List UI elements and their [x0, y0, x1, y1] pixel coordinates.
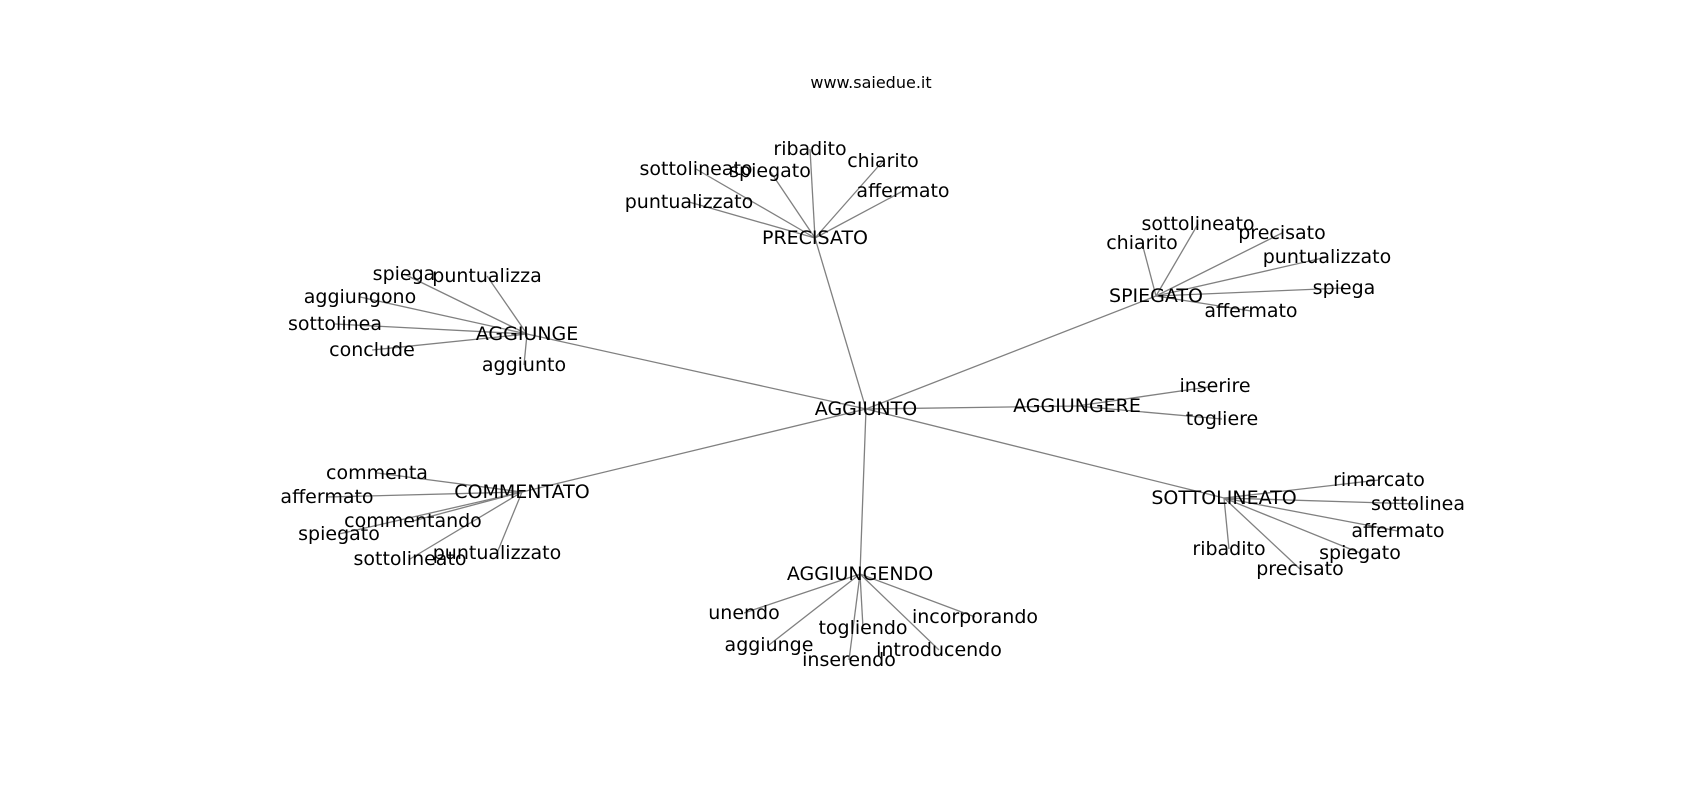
leaf-node-sottolineato: sottolineato	[353, 548, 466, 570]
edge-sottolineato-to-affermato	[1223, 497, 1399, 532]
leaf-node-inserendo: inserendo	[802, 649, 896, 671]
graph-labels: AGGIUNTOPRECISATOribaditochiaritosottoli…	[280, 138, 1465, 671]
leaf-node-aggiungono: aggiungono	[304, 286, 416, 308]
center-node-label: AGGIUNTO	[815, 398, 917, 420]
edge-aggiunge-to-sottolinea	[334, 323, 528, 335]
leaf-node-precisato: precisato	[1238, 222, 1326, 244]
edge-center-to-aggiunge	[526, 333, 867, 410]
edge-spiegato-to-sottolineato	[1155, 223, 1199, 297]
edge-aggiungendo-to-introducendo	[859, 573, 940, 651]
edge-aggiungere-to-inserire	[1076, 385, 1216, 407]
leaf-node-sottolinea: sottolinea	[1371, 493, 1465, 515]
leaf-node-chiarito: chiarito	[1106, 232, 1178, 254]
edge-commentato-to-affermato	[326, 491, 523, 498]
edge-precisato-to-ribadito	[809, 148, 816, 239]
leaf-node-puntualizzato: puntualizzato	[1263, 246, 1392, 268]
edge-center-to-precisato	[814, 237, 867, 410]
leaf-node-commenta: commenta	[326, 462, 428, 484]
edge-spiegato-to-spiega	[1155, 287, 1345, 297]
leaf-node-affermato: affermato	[1204, 300, 1297, 322]
edge-aggiunge-to-conclude	[371, 333, 528, 351]
leaf-node-affermato: affermato	[1351, 520, 1444, 542]
leaf-node-affermato: affermato	[856, 180, 949, 202]
leaf-node-sottolineato: sottolineato	[639, 158, 752, 180]
edge-commentato-to-spiegato	[338, 491, 523, 535]
edge-center-to-sottolineato	[865, 408, 1225, 499]
edge-aggiungere-to-togliere	[1076, 405, 1223, 420]
hub-node-sottolineato: SOTTOLINEATO	[1151, 487, 1296, 509]
edge-precisato-to-affermato	[814, 190, 904, 239]
edge-commentato-to-commenta	[376, 472, 523, 493]
leaf-node-unendo: unendo	[708, 602, 780, 624]
edge-aggiungendo-to-unendo	[743, 573, 861, 614]
edge-aggiungendo-to-incorporando	[859, 573, 976, 618]
edge-sottolineato-to-ribadito	[1223, 497, 1230, 550]
leaf-node-spiegato: spiegato	[729, 160, 811, 182]
leaf-node-togliere: togliere	[1186, 408, 1258, 430]
leaf-node-spiegato: spiegato	[1319, 542, 1401, 564]
leaf-node-rimarcato: rimarcato	[1333, 469, 1425, 491]
edge-center-to-commentato	[521, 408, 867, 493]
edge-aggiunge-to-puntualizza	[486, 275, 528, 335]
edge-aggiungendo-to-inserendo	[848, 573, 861, 661]
graph-edges	[326, 148, 1419, 661]
leaf-node-commentando: commentando	[344, 510, 482, 532]
leaf-node-puntualizzato: puntualizzato	[625, 191, 754, 213]
edge-center-to-aggiungere	[865, 405, 1078, 410]
hub-node-commentato: COMMENTATO	[454, 481, 589, 503]
leaf-node-puntualizza: puntualizza	[432, 265, 541, 287]
edge-aggiungendo-to-togliendo	[859, 573, 864, 629]
leaf-node-spiega: spiega	[373, 263, 436, 285]
leaf-node-precisato: precisato	[1256, 558, 1344, 580]
leaf-node-togliendo: togliendo	[818, 617, 907, 639]
edge-spiegato-to-precisato	[1155, 232, 1283, 297]
edge-precisato-to-sottolineato	[695, 168, 816, 239]
edge-spiegato-to-chiarito	[1141, 242, 1157, 297]
edge-aggiunge-to-aggiunto	[523, 333, 528, 366]
edge-sottolineato-to-sottolinea	[1223, 497, 1419, 505]
edge-precisato-to-spiegato	[769, 170, 816, 239]
site-credit: www.saiedue.it	[810, 73, 931, 92]
hub-node-aggiunge: AGGIUNGE	[476, 323, 579, 345]
leaf-node-conclude: conclude	[329, 339, 415, 361]
edge-commentato-to-puntualizzato	[496, 491, 523, 554]
edge-aggiunge-to-spiega	[403, 273, 528, 335]
edge-spiegato-to-puntualizzato	[1155, 256, 1328, 297]
leaf-node-ribadito: ribadito	[773, 138, 846, 160]
edge-sottolineato-to-rimarcato	[1223, 479, 1380, 499]
edge-sottolineato-to-spiegato	[1223, 497, 1361, 554]
leaf-node-puntualizzato: puntualizzato	[433, 542, 562, 564]
leaf-node-chiarito: chiarito	[847, 150, 919, 172]
edge-spiegato-to-affermato	[1155, 295, 1252, 312]
leaf-node-sottolinea: sottolinea	[288, 313, 382, 335]
leaf-node-sottolineato: sottolineato	[1141, 213, 1254, 235]
leaf-node-spiegato: spiegato	[298, 523, 380, 545]
hub-node-aggiungendo: AGGIUNGENDO	[787, 563, 933, 585]
leaf-node-incorporando: incorporando	[912, 606, 1038, 628]
leaf-node-aggiunge: aggiunge	[725, 634, 814, 656]
leaf-node-affermato: affermato	[280, 486, 373, 508]
leaf-node-ribadito: ribadito	[1192, 538, 1265, 560]
leaf-node-inserire: inserire	[1179, 375, 1250, 397]
leaf-node-spiega: spiega	[1313, 277, 1376, 299]
edge-aggiungendo-to-aggiunge	[768, 573, 861, 646]
edge-sottolineato-to-precisato	[1223, 497, 1301, 570]
edge-precisato-to-chiarito	[814, 160, 884, 239]
leaf-node-aggiunto: aggiunto	[482, 354, 566, 376]
edge-aggiunge-to-aggiungono	[359, 296, 528, 335]
hub-node-aggiungere: AGGIUNGERE	[1013, 395, 1141, 417]
edge-precisato-to-puntualizzato	[688, 201, 816, 239]
hub-node-spiegato: SPIEGATO	[1109, 285, 1203, 307]
edge-center-to-aggiungendo	[859, 408, 867, 575]
leaf-node-introducendo: introducendo	[876, 639, 1002, 661]
edge-center-to-spiegato	[865, 295, 1157, 410]
edge-commentato-to-sottolineato	[409, 491, 523, 560]
hub-node-precisato: PRECISATO	[762, 227, 868, 249]
